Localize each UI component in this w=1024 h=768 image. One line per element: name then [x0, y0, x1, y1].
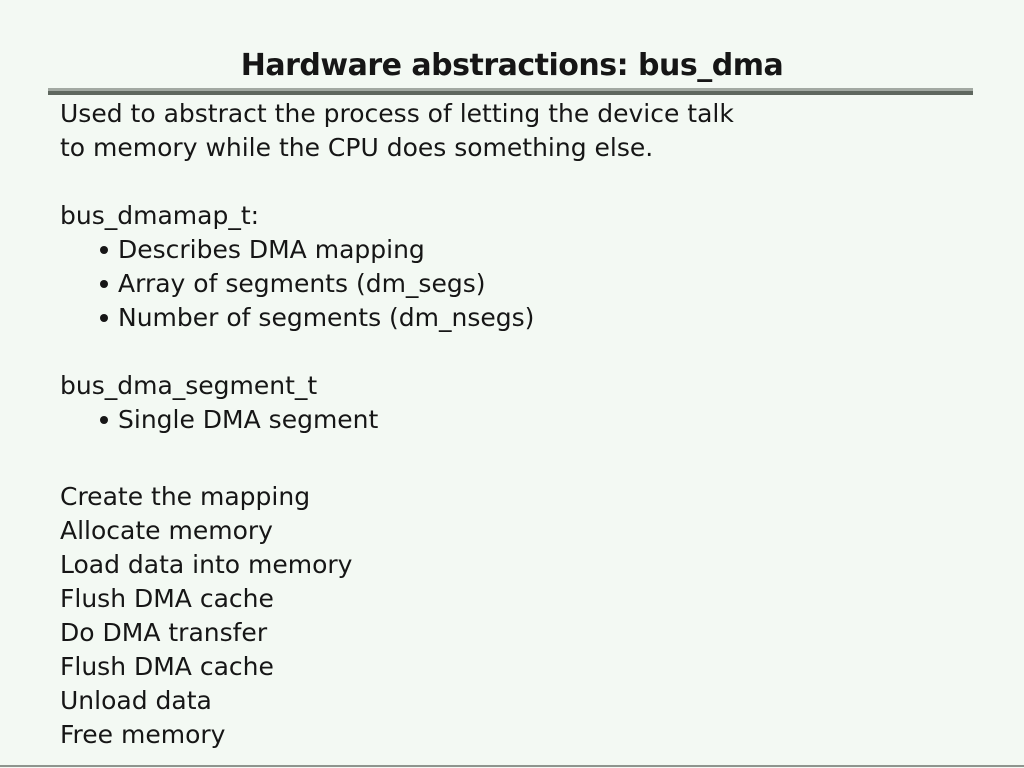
- step-line: Flush DMA cache: [60, 652, 274, 681]
- dma-steps-list: Create the mapping Allocate memory Load …: [60, 480, 352, 752]
- bullet-item: Single DMA segment: [60, 403, 378, 437]
- bullet-label: Describes DMA mapping: [118, 235, 425, 264]
- section-heading: bus_dmamap_t:: [60, 201, 260, 230]
- intro-line: to memory while the CPU does something e…: [60, 133, 654, 162]
- step-line: Create the mapping: [60, 482, 311, 511]
- bullet-icon: [100, 314, 108, 322]
- section-heading: bus_dma_segment_t: [60, 371, 318, 400]
- bullet-icon: [100, 246, 108, 254]
- step-line: Do DMA transfer: [60, 618, 268, 647]
- intro-paragraph: Used to abstract the process of letting …: [60, 97, 734, 165]
- section-bus-dmamap: bus_dmamap_t: Describes DMA mapping Arra…: [60, 199, 534, 335]
- slide-bottom-edge: [0, 765, 1024, 767]
- step-line: Flush DMA cache: [60, 584, 274, 613]
- bullet-label: Array of segments (dm_segs): [118, 269, 486, 298]
- step-line: Load data into memory: [60, 550, 353, 579]
- bullet-item: Number of segments (dm_nsegs): [60, 301, 534, 335]
- slide-title: Hardware abstractions: bus_dma: [240, 48, 784, 83]
- bullet-label: Single DMA segment: [118, 405, 379, 434]
- bullet-item: Describes DMA mapping: [60, 233, 534, 267]
- intro-line: Used to abstract the process of letting …: [60, 99, 734, 128]
- section-bus-dma-segment: bus_dma_segment_t Single DMA segment: [60, 369, 378, 437]
- bullet-icon: [100, 416, 108, 424]
- title-rule: [48, 88, 973, 95]
- bullet-icon: [100, 280, 108, 288]
- step-line: Free memory: [60, 720, 226, 749]
- step-line: Allocate memory: [60, 516, 273, 545]
- bullet-item: Array of segments (dm_segs): [60, 267, 534, 301]
- bullet-label: Number of segments (dm_nsegs): [118, 303, 535, 332]
- step-line: Unload data: [60, 686, 212, 715]
